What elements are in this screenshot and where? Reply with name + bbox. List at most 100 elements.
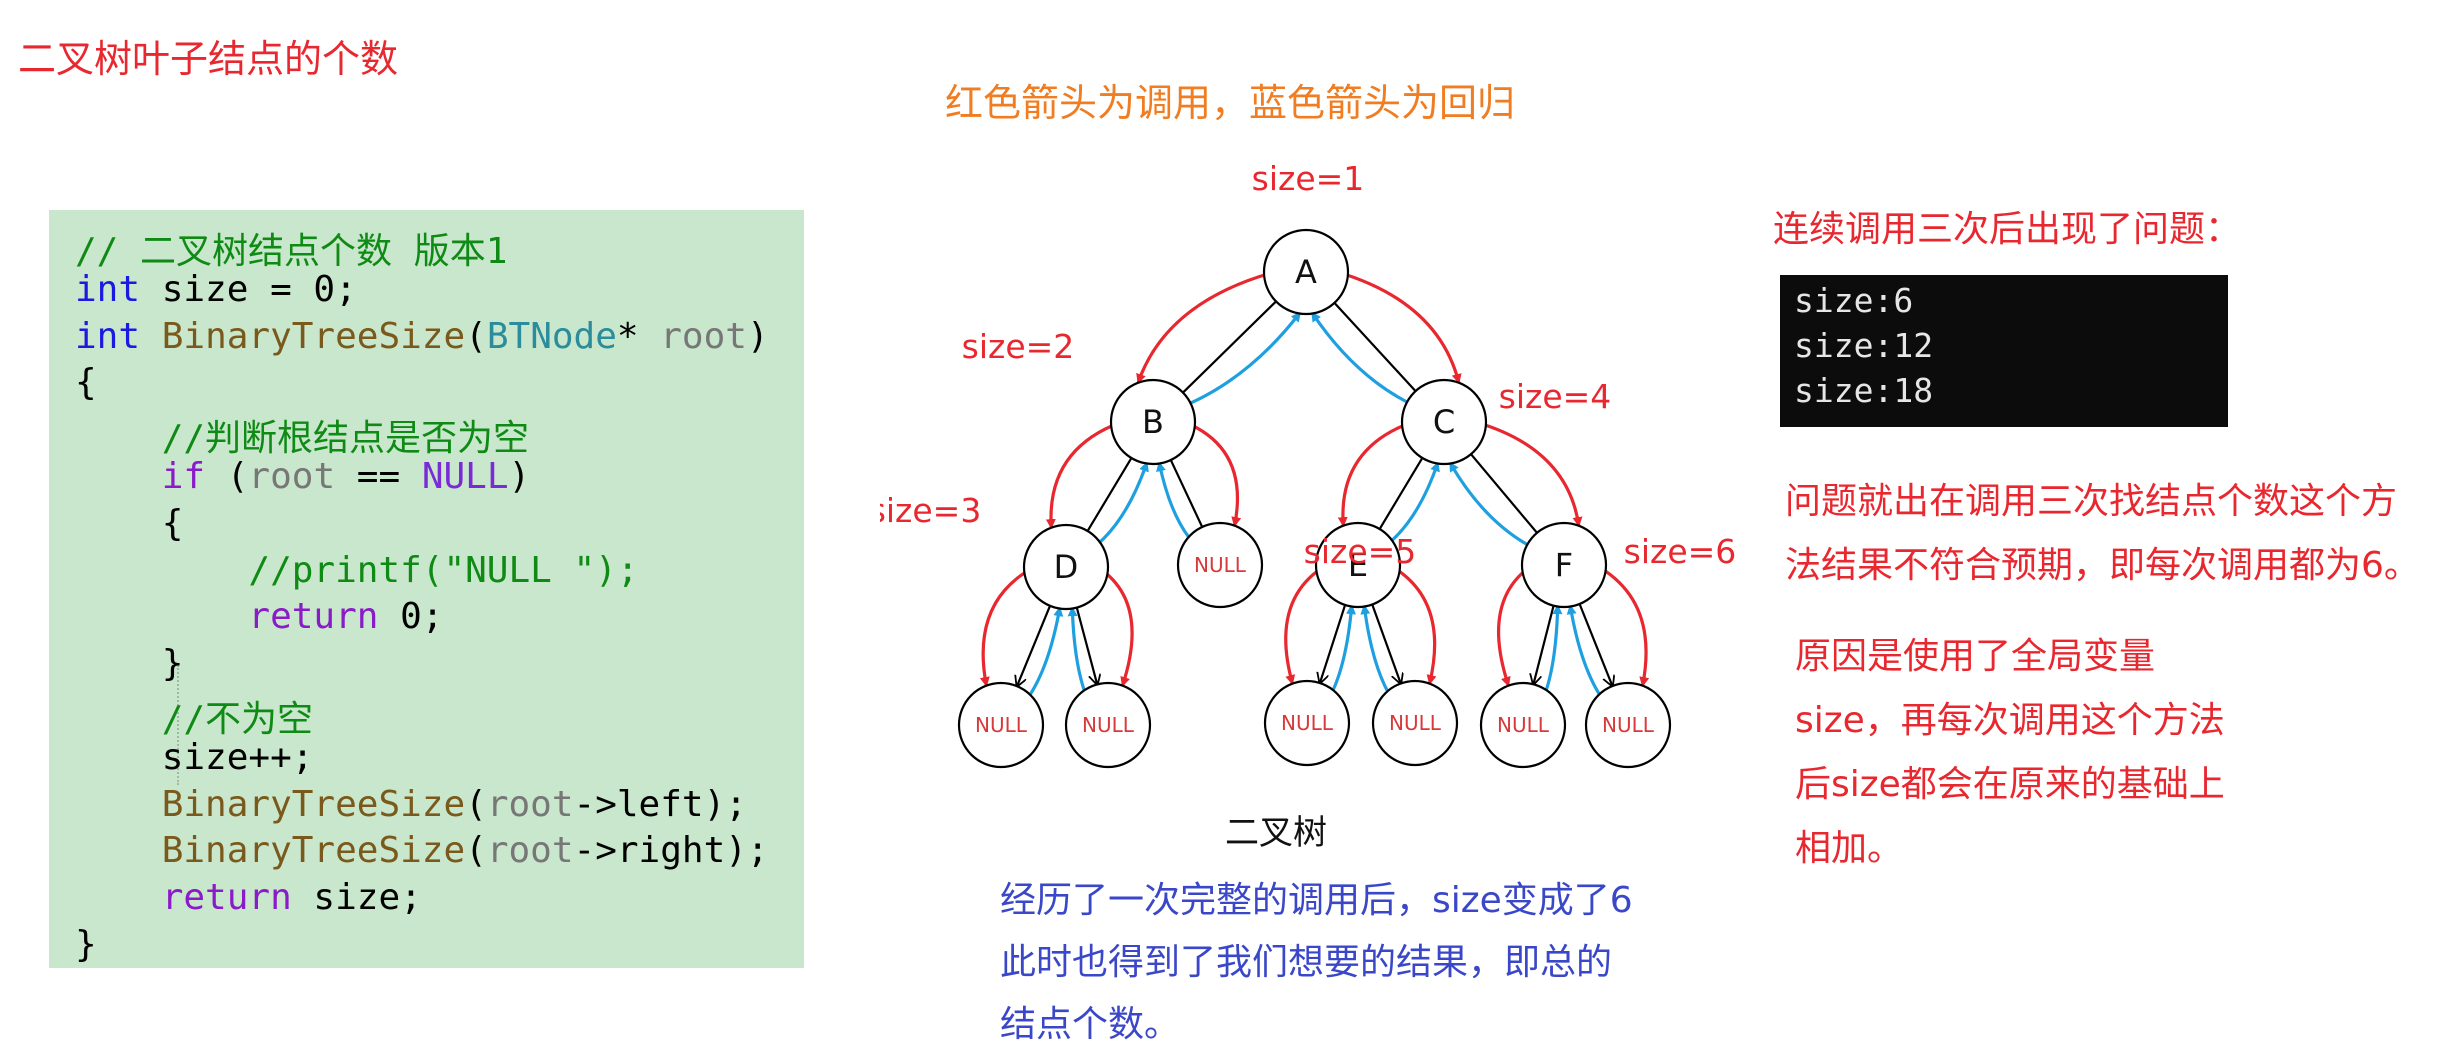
tree-node-label: C: [1433, 403, 1455, 441]
call-arrow: [1045, 420, 1123, 530]
code-token: return: [161, 877, 292, 919]
code-line: //判断根结点是否为空: [75, 409, 529, 461]
code-token: BinaryTreeSize: [161, 830, 466, 872]
code-token: [75, 784, 162, 825]
code-token: root: [486, 783, 574, 825]
code-token: [75, 877, 162, 918]
null-node-circle: [957, 681, 1045, 769]
call-arrow: [1136, 270, 1275, 384]
tree-edge: [1320, 604, 1347, 683]
call-arrow: [1337, 420, 1414, 528]
null-node-circle: [1263, 679, 1351, 767]
size-label: size=5: [1304, 532, 1417, 571]
call-arrow: [1475, 420, 1583, 528]
code-token: {: [75, 362, 97, 404]
code-token: BTNode: [486, 315, 617, 357]
tree-node-circle: [1262, 228, 1350, 316]
size-label: size=4: [1499, 377, 1612, 416]
console-line: size:12: [1794, 326, 1934, 365]
code-token: ==: [335, 456, 422, 497]
code-line: return size;: [75, 877, 422, 918]
code-token: int: [75, 268, 141, 310]
size-label: size=1: [1252, 160, 1365, 198]
code-token: root: [248, 456, 336, 497]
reason-line: 后size都会在原来的基础上: [1795, 764, 2225, 805]
code-token: // 二叉树结点个数 版本1: [75, 231, 508, 272]
null-node-circle: [1479, 681, 1567, 769]
indent-guide: [177, 665, 179, 785]
code-token: [140, 316, 162, 357]
code-line: return 0;: [75, 596, 443, 637]
null-node-circle: [1064, 681, 1152, 769]
code-token: root: [660, 315, 747, 357]
call-arrow: [1594, 563, 1650, 688]
tree-edge: [1533, 605, 1555, 685]
code-line: int BinaryTreeSize(BTNode* root): [75, 316, 769, 357]
reason-line: 相加。: [1795, 828, 1904, 869]
code-token: //printf("NULL ");: [248, 549, 639, 591]
tree-edge: [1169, 459, 1204, 528]
tree-edge: [1182, 300, 1277, 394]
code-token: ->left);: [573, 783, 747, 825]
code-token: if: [161, 456, 206, 497]
code-token: [75, 830, 162, 871]
code-token: [75, 550, 248, 591]
reason-line: size，再每次调用这个方法: [1795, 700, 2225, 741]
null-node-label: NULL: [1082, 713, 1135, 737]
problem-line: 法结果不符合预期，即每次调用都为6。: [1785, 545, 2420, 586]
call-arrow: [1284, 563, 1328, 686]
null-node-label: NULL: [1497, 713, 1550, 737]
tree-edge: [1378, 457, 1424, 530]
code-token: ): [508, 456, 531, 497]
code-line: size++;: [75, 736, 314, 778]
code-token: return: [248, 596, 379, 638]
code-line: if (root == NULL): [75, 456, 531, 497]
code-line: //printf("NULL ");: [75, 549, 639, 591]
arrow-legend-caption: 红色箭头为调用，蓝色箭头为回归: [945, 81, 1516, 125]
size-label: size=2: [962, 327, 1075, 366]
code-token: *: [616, 315, 661, 357]
tree-node-label: E: [1348, 546, 1368, 584]
code-token: ): [746, 315, 769, 357]
code-token: }: [75, 924, 97, 965]
code-line: }: [75, 924, 97, 965]
tree-edge: [1470, 453, 1538, 534]
tree-node-circle: [1022, 523, 1110, 611]
code-token: size++;: [75, 736, 314, 778]
code-token: (: [465, 830, 487, 872]
page-title: 二叉树叶子结点的个数: [18, 37, 399, 81]
code-token: size = 0;: [140, 268, 357, 310]
code-token: root: [486, 830, 574, 872]
null-node-circle: [1584, 681, 1672, 769]
null-node-label: NULL: [1194, 553, 1247, 577]
tree-edge: [1578, 603, 1613, 686]
problem-text: 问题就出在调用三次找结点个数这个方 法结果不符合预期，即每次调用都为6。: [1785, 470, 2420, 598]
tree-node-circle: [1400, 378, 1488, 466]
code-token: [75, 699, 162, 740]
console-output: size:6 size:12 size:18: [1780, 275, 2228, 427]
code-line: {: [75, 503, 184, 544]
explanation-line: 结点个数。: [1000, 1004, 1181, 1045]
console-line: size:18: [1794, 371, 1934, 410]
size-label: size=6: [1624, 532, 1737, 571]
code-token: NULL: [421, 456, 509, 497]
tree-caption: 二叉树: [1225, 813, 1327, 853]
code-token: ->right);: [573, 830, 769, 872]
null-node-label: NULL: [1602, 713, 1655, 737]
console-line: size:6: [1794, 281, 1914, 320]
explanation-line: 此时也得到了我们想要的结果，即总的: [1000, 942, 1613, 983]
tree-node-label: B: [1142, 403, 1164, 441]
null-node-label: NULL: [1281, 711, 1334, 735]
tree-edge: [1017, 605, 1052, 686]
code-token: (: [465, 783, 487, 825]
code-token: BinaryTreeSize: [161, 783, 466, 825]
code-token: [75, 418, 162, 459]
call-arrow: [1337, 270, 1462, 385]
explanation-line: 经历了一次完整的调用后，size变成了6: [1000, 880, 1633, 921]
code-token: (: [205, 456, 249, 497]
null-node-label: NULL: [975, 713, 1028, 737]
code-line: // 二叉树结点个数 版本1: [75, 222, 507, 274]
tree-edge: [1371, 604, 1400, 684]
explanation-text: 经历了一次完整的调用后，size变成了6 此时也得到了我们想要的结果，即总的 结…: [1000, 870, 1700, 1056]
